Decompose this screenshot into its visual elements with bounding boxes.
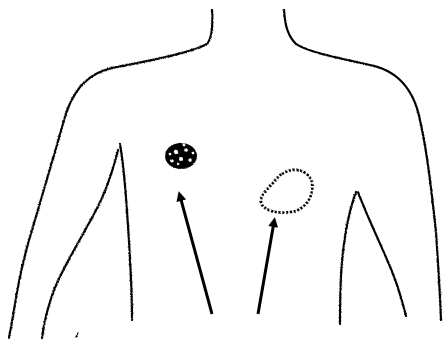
arrow-to-filled-lesion [180, 196, 212, 314]
right-inner-arm [358, 192, 406, 316]
neck-left-line [207, 10, 212, 44]
arrow-to-outlined-lesion [258, 222, 274, 314]
right-shoulder-arm-outer [296, 44, 441, 320]
left-inner-arm [42, 150, 118, 338]
left-torso-side [120, 144, 132, 320]
bottom-tick-mark [76, 333, 78, 337]
right-torso-side [340, 192, 356, 324]
outlined-lesion [261, 170, 312, 213]
left-shoulder-arm-outer [9, 44, 207, 338]
neck-right-line [284, 10, 296, 44]
torso-outline [9, 10, 441, 338]
filled-lesion [165, 143, 197, 169]
